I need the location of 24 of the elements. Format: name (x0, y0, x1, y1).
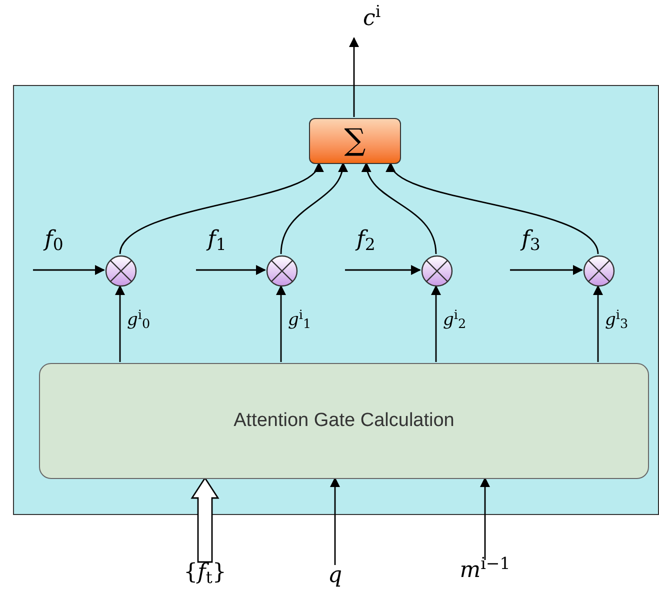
multiply-circle (583, 255, 615, 287)
arrow (510, 265, 583, 275)
arrow (33, 265, 105, 275)
arrow (480, 477, 490, 560)
arrow (431, 285, 441, 362)
multiply-circle (421, 255, 453, 287)
arrow (276, 285, 286, 362)
arrow (349, 37, 359, 117)
process-label: Attention Gate Calculation (234, 408, 454, 433)
math-label: q (328, 565, 342, 587)
arrow (345, 265, 421, 275)
arrow (196, 265, 266, 275)
panel-background (13, 85, 659, 515)
hollow-arrow (190, 476, 220, 563)
arrow (593, 285, 603, 362)
math-label: f$_{0}$ (44, 229, 64, 251)
process-box (39, 363, 649, 479)
arrow (330, 477, 340, 565)
multiply-circle (105, 255, 137, 287)
math-label: {f$_{t}$} (184, 562, 226, 584)
sum-symbol: ∑ (344, 126, 366, 156)
multiply-circle (266, 255, 298, 287)
arrow (115, 285, 125, 362)
math-label: f$_{2}$ (356, 229, 376, 251)
